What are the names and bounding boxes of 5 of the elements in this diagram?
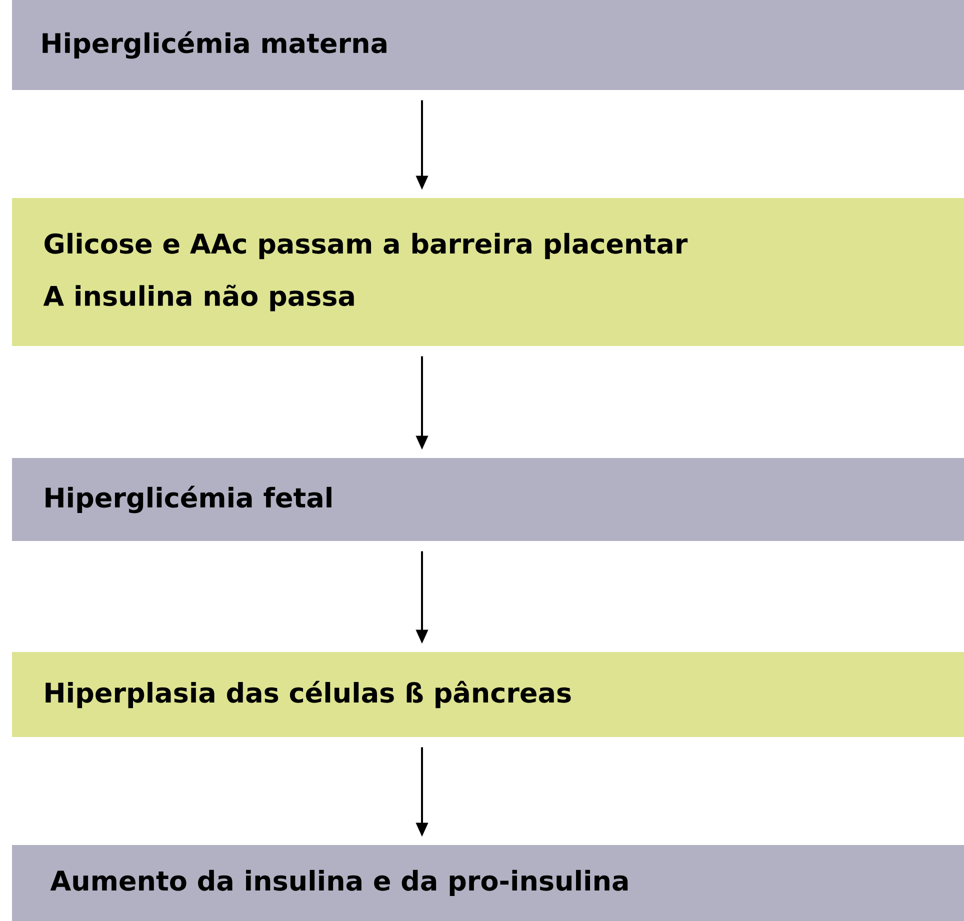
process-box: Hiperglicémia fetal [12,458,964,541]
process-box: Hiperglicémia materna [12,0,964,90]
process-box: Aumento da insulina e da pro-insulina [12,845,964,921]
process-box: Hiperplasia das células ß pâncreas [12,652,964,737]
process-box: Glicose e AAc passam a barreira placentar A insulina não passa [12,198,964,346]
